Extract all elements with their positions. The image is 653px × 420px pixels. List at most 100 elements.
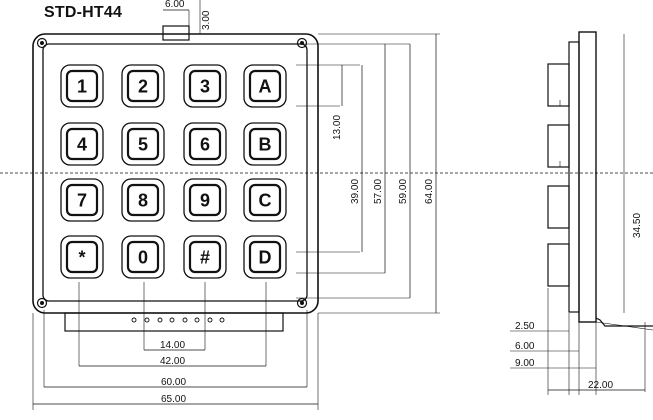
mounting-hole-tl-center — [40, 41, 44, 45]
key-label: B — [259, 135, 272, 155]
key-inner — [188, 69, 222, 103]
key-outer — [121, 235, 165, 279]
dim-side-34-5: 34.50 — [632, 213, 643, 238]
keypad-frame — [42, 43, 308, 302]
key-5: 5 — [121, 122, 165, 166]
connector-tab — [162, 25, 190, 41]
key-inner — [248, 240, 282, 274]
cable — [595, 317, 653, 327]
key-outer — [243, 122, 287, 166]
dim-3-top: 3.00 — [201, 10, 212, 30]
key-outer — [121, 64, 165, 108]
dim-39: 39.00 — [350, 179, 361, 204]
dim-14: 14.00 — [160, 340, 185, 351]
key-label: 5 — [138, 135, 148, 155]
dim-57: 57.00 — [373, 179, 384, 204]
key-label: # — [200, 248, 210, 268]
drawing-title: STD-HT44 — [44, 4, 123, 21]
key-#: # — [183, 235, 227, 279]
dim-side-9: 9.00 — [515, 358, 535, 369]
key-outer — [183, 122, 227, 166]
key-outer — [60, 122, 104, 166]
key-inner — [248, 183, 282, 217]
key-7: 7 — [60, 178, 104, 222]
dim-side-6: 6.00 — [515, 341, 535, 352]
key-label: 4 — [77, 135, 87, 155]
key-label: 0 — [138, 248, 148, 268]
side-view-frame — [568, 41, 580, 313]
key-inner — [188, 127, 222, 161]
key-grid: 1 2 3 A 4 5 6 B 7 8 9 C * 0 # D — [60, 64, 287, 279]
key-inner — [188, 240, 222, 274]
key-inner — [188, 183, 222, 217]
key-label: A — [259, 77, 272, 97]
key-outer — [243, 178, 287, 222]
mounting-hole-bl-center — [40, 301, 44, 305]
key-1: 1 — [60, 64, 104, 108]
key-inner — [126, 69, 160, 103]
key-outer — [60, 178, 104, 222]
key-C: C — [243, 178, 287, 222]
key-label: 1 — [77, 77, 87, 97]
dim-65: 65.00 — [161, 394, 186, 405]
key-B: B — [243, 122, 287, 166]
key-outer — [60, 64, 104, 108]
key-inner — [126, 240, 160, 274]
key-D: D — [243, 235, 287, 279]
key-label: 3 — [200, 77, 210, 97]
dim-6-top: 6.00 — [165, 0, 185, 10]
connector-pins — [131, 317, 225, 323]
mounting-hole-br — [296, 297, 308, 309]
key-outer — [121, 122, 165, 166]
mounting-hole-bl — [36, 297, 48, 309]
mounting-hole-br-center — [300, 301, 304, 305]
key-inner — [126, 127, 160, 161]
key-label: D — [259, 248, 272, 268]
key-label: * — [78, 248, 85, 268]
side-key-4 — [547, 243, 570, 287]
key-label: 9 — [200, 191, 210, 211]
key-label: 2 — [138, 77, 148, 97]
key-outer — [183, 178, 227, 222]
key-outer — [121, 178, 165, 222]
side-key-3 — [547, 185, 570, 229]
key-inner — [248, 69, 282, 103]
key-9: 9 — [183, 178, 227, 222]
key-8: 8 — [121, 178, 165, 222]
key-2: 2 — [121, 64, 165, 108]
key-inner — [126, 183, 160, 217]
key-inner — [248, 127, 282, 161]
key-outer — [183, 235, 227, 279]
dim-side-22: 22.00 — [588, 380, 613, 391]
dim-13: 13.00 — [332, 115, 343, 140]
key-outer — [183, 64, 227, 108]
key-inner — [65, 240, 99, 274]
dim-64: 64.00 — [424, 179, 435, 204]
key-0: 0 — [121, 235, 165, 279]
dim-42: 42.00 — [160, 356, 185, 367]
key-label: C — [259, 191, 272, 211]
dim-59: 59.00 — [398, 179, 409, 204]
key-outer — [60, 235, 104, 279]
side-view-board — [578, 31, 597, 323]
side-key-1 — [547, 63, 570, 107]
key-label: 8 — [138, 191, 148, 211]
key-label: 6 — [200, 135, 210, 155]
bottom-connector — [64, 312, 284, 332]
key-inner — [65, 69, 99, 103]
key-A: A — [243, 64, 287, 108]
key-inner — [65, 183, 99, 217]
dim-side-2-5: 2.50 — [515, 321, 535, 332]
key-outer — [243, 64, 287, 108]
side-key-2 — [547, 124, 570, 168]
mounting-hole-tl — [36, 37, 48, 49]
key-6: 6 — [183, 122, 227, 166]
key-4: 4 — [60, 122, 104, 166]
mounting-hole-tr — [296, 37, 308, 49]
key-*: * — [60, 235, 104, 279]
key-3: 3 — [183, 64, 227, 108]
key-label: 7 — [77, 191, 87, 211]
key-inner — [65, 127, 99, 161]
